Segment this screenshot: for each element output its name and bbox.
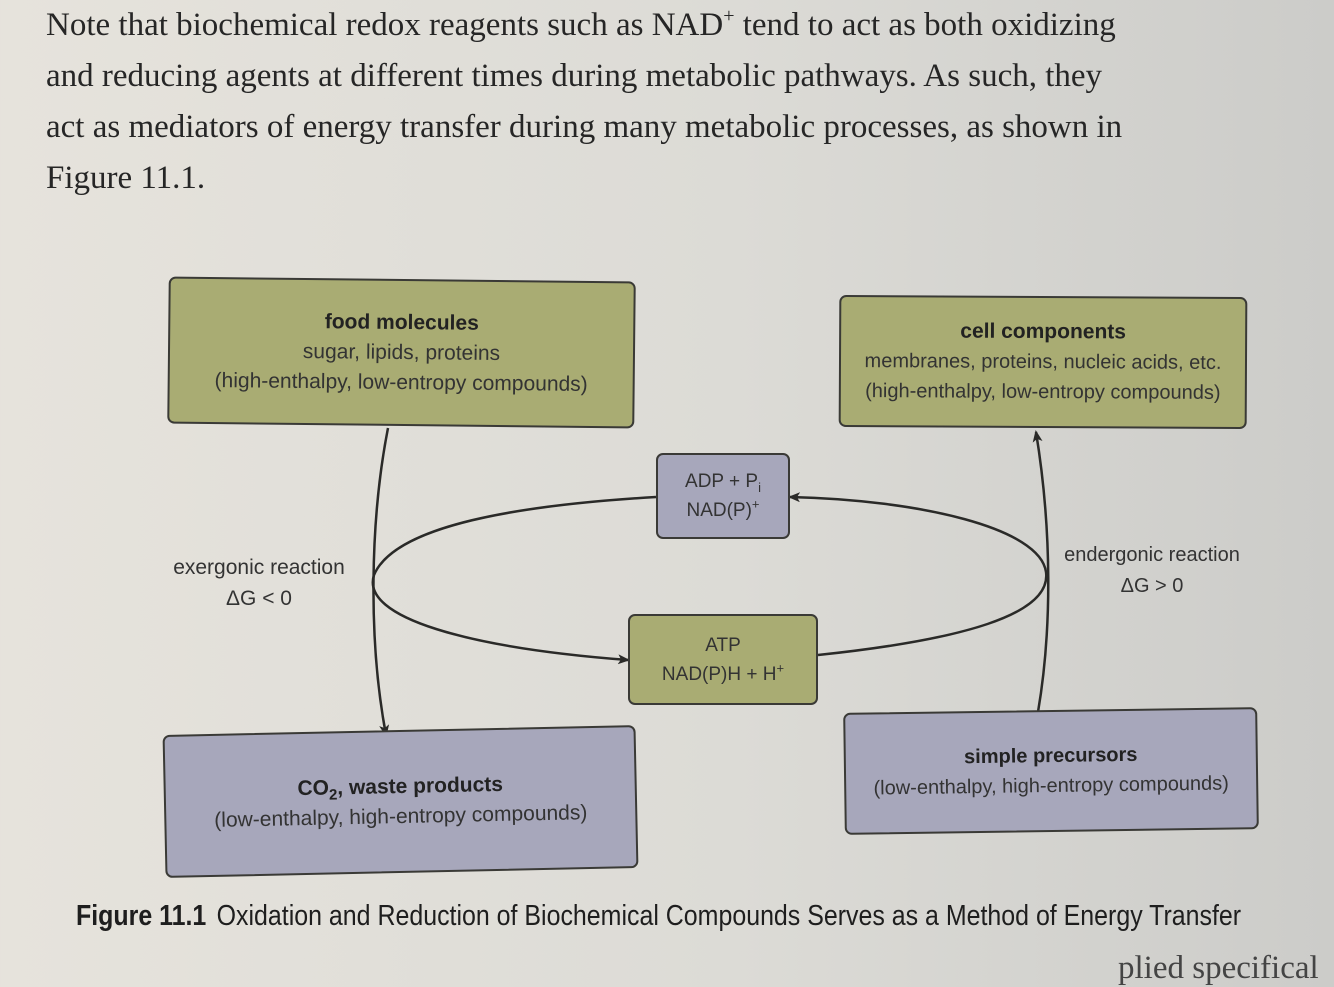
adp-nadp-box: ADP + Pi NAD(P)+ [656, 453, 790, 539]
food-molecules-note: (high-enthalpy, low-entropy compounds) [214, 368, 588, 396]
paragraph-line-2: and reducing agents at different times d… [46, 58, 1103, 94]
endergonic-arrow [1032, 430, 1050, 713]
body-paragraph: Note that biochemical redox reagents suc… [46, 0, 1296, 204]
exergonic-arrow [372, 427, 390, 737]
atp-nadph-box: ATP NAD(P)H + H+ [628, 614, 818, 705]
paragraph-line-4: Figure 11.1. [46, 160, 206, 196]
atp-label: ATP [705, 634, 741, 656]
cycle-lower-left-arrow [371, 495, 657, 665]
simple-precursors-title: simple precursors [963, 743, 1138, 769]
simple-precursors-box: simple precursors (low-enthalpy, high-en… [843, 707, 1259, 835]
endergonic-label: endergonic reaction ΔG > 0 [1064, 544, 1240, 597]
figure-number: Figure 11.1 [76, 900, 207, 932]
paragraph-line-3: act as mediators of energy transfer duri… [46, 109, 1123, 145]
nadph-label: NAD(P)H + H+ [661, 660, 785, 685]
figure-caption: Figure 11.1 Oxidation and Reduction of Bi… [76, 900, 1241, 933]
nadp-plus-label: NAD(P)+ [686, 496, 760, 521]
cell-components-box: cell components membranes, proteins, nuc… [838, 294, 1248, 430]
waste-products-note: (low-enthalpy, high-entropy compounds) [214, 800, 588, 832]
exergonic-label: exergonic reaction ΔG < 0 [173, 556, 345, 610]
waste-products-title: CO2, waste products [297, 772, 504, 804]
cell-components-examples: membranes, proteins, nucleic acids, etc. [864, 350, 1222, 374]
adp-pi-label: ADP + Pi [685, 471, 761, 495]
cell-components-note: (high-enthalpy, low-entropy compounds) [865, 380, 1221, 404]
waste-products-box: CO2, waste products (low-enthalpy, high-… [162, 725, 639, 878]
cycle-upper-right-arrow [788, 492, 1048, 657]
simple-precursors-note: (low-enthalpy, high-entropy compounds) [873, 772, 1230, 800]
next-page-text-fragment: plied specifical [1118, 950, 1319, 986]
food-molecules-examples: sugar, lipids, proteins [302, 339, 501, 365]
figure-caption-text: Oxidation and Reduction of Biochemical C… [216, 900, 1242, 932]
cell-components-title: cell components [960, 319, 1127, 344]
paragraph-line-1: Note that biochemical redox reagents suc… [46, 5, 1116, 43]
food-molecules-box: food molecules sugar, lipids, proteins (… [167, 276, 636, 429]
food-molecules-title: food molecules [324, 309, 479, 335]
superscript-plus: + [723, 5, 735, 27]
